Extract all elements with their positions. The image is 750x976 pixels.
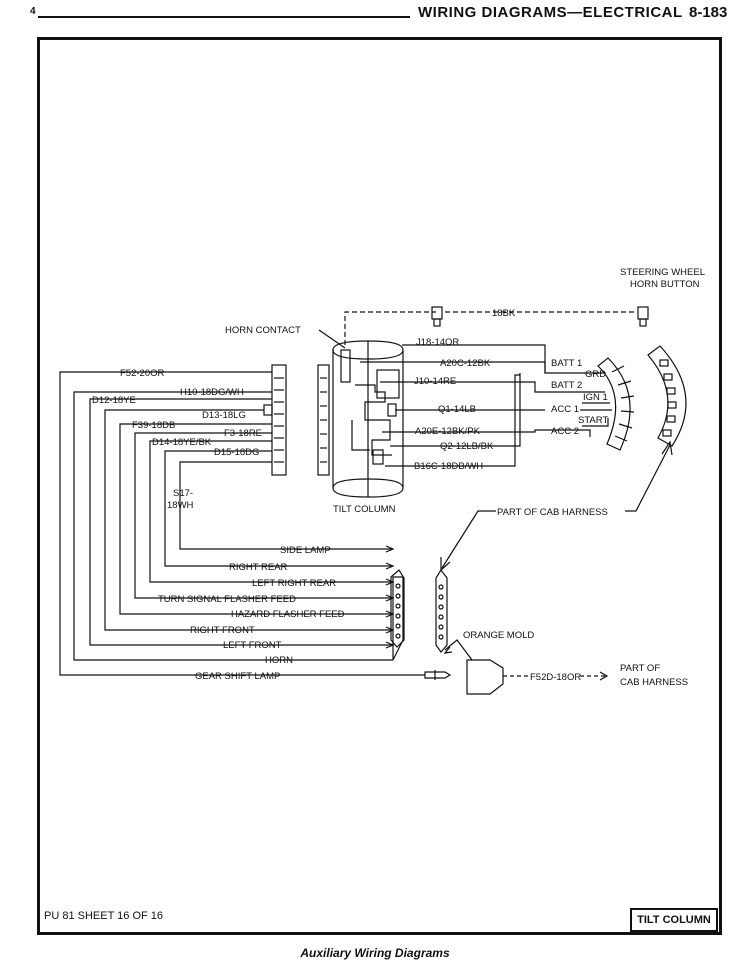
- terminal-grd-label: GRD: [585, 369, 606, 380]
- wire-f52d-label: F52D-18OR: [530, 672, 581, 683]
- left-wire-bundle: [59, 371, 425, 676]
- horn-label: HORN: [265, 655, 293, 666]
- steering-wheel-label: STEERING WHEEL: [620, 267, 705, 278]
- horn-button-terminal: [637, 306, 649, 320]
- wire-j10-label: J10-14RE: [414, 376, 456, 387]
- terminal-ign1-label: IGN 1: [583, 392, 608, 403]
- wire-d13-label: D13-18LG: [202, 410, 246, 421]
- terminal-batt1-label: BATT 1: [551, 358, 582, 369]
- terminal-batt2-label: BATT 2: [551, 380, 582, 391]
- tilt-column: [317, 340, 404, 498]
- horn-connector-left: [431, 306, 443, 320]
- wire-arrows: [385, 545, 395, 649]
- wire-f39-label: F39-18DB: [132, 420, 175, 431]
- horn-connector-left-tab: [433, 318, 441, 327]
- left-front-label: LEFT FRONT: [223, 640, 282, 651]
- horn-contact-label: HORN CONTACT: [225, 325, 301, 336]
- cab-harness-leader-1: [625, 444, 671, 512]
- wire-s17-label-1: S17-: [173, 488, 193, 499]
- terminal-block-connector: [390, 569, 405, 648]
- terminal-acc2-label: ACC 2: [551, 426, 579, 437]
- horn-button-label: HORN BUTTON: [630, 279, 700, 290]
- part-of-label: PART OF: [620, 663, 660, 674]
- orange-mold-connector: [443, 639, 609, 695]
- tilt-column-label: TILT COLUMN: [333, 504, 396, 515]
- orange-mold-label: ORANGE MOLD: [463, 630, 534, 641]
- header-title: WIRING DIAGRAMS—ELECTRICAL: [418, 4, 683, 21]
- side-lamp-label: SIDE LAMP: [280, 545, 331, 556]
- header-page-number: 8-183: [689, 4, 728, 21]
- ignition-switch-connector: [597, 357, 635, 451]
- tilt-column-tag: TILT COLUMN: [630, 908, 718, 932]
- cab-harness-leader-2: [441, 510, 496, 569]
- left-right-rear-label: LEFT RIGHT REAR: [252, 578, 336, 589]
- gear-shift-lamp-label: GEAR SHIFT LAMP: [195, 671, 280, 682]
- hazard-label: HAZARD FLASHER FEED: [231, 609, 345, 620]
- wire-q2-label: Q2-12LB/BK: [440, 441, 494, 452]
- header-mark: 4: [30, 6, 36, 17]
- horn-circuit: [318, 306, 649, 349]
- right-front-label: RIGHT FRONT: [190, 625, 255, 636]
- page-header: 4 WIRING DIAGRAMS—ELECTRICAL 8-183: [0, 4, 750, 26]
- cab-harness-label: CAB HARNESS: [620, 677, 688, 688]
- wire-s17-label-2: 18WH: [167, 500, 194, 511]
- wire-j18-label: J18-14OR: [416, 337, 459, 348]
- wire-d14-label: D14-18YE/BK: [152, 437, 212, 448]
- wire-d12-label: D12-18YE: [92, 395, 136, 406]
- header-rule: [38, 16, 410, 18]
- right-rear-label: RIGHT REAR: [229, 562, 288, 573]
- part-of-cab-harness-label: PART OF CAB HARNESS: [497, 507, 608, 518]
- wire-d15-label: D15-18DG: [214, 447, 259, 458]
- wire-b16c-label: B16C-18DB/WH: [414, 461, 483, 472]
- terminal-acc1-label: ACC 1: [551, 404, 579, 415]
- wire-h10-label: H10-18DG/WH: [180, 387, 244, 398]
- cab-harness-arrow-1: [661, 440, 673, 456]
- cab-harness-connector: [647, 345, 687, 447]
- turn-signal-connector: [263, 364, 287, 476]
- wire-a20e-label: A20E-12BK/PK: [415, 426, 481, 437]
- diagram-frame: [37, 37, 722, 935]
- gear-shift-lamp: [424, 670, 452, 680]
- wire-f52-label: F52-20OR: [120, 368, 164, 379]
- sheet-number: PU 81 SHEET 16 OF 16: [44, 910, 164, 922]
- figure-caption: Auxiliary Wiring Diagrams: [300, 946, 450, 960]
- terminal-start-label: START: [578, 415, 608, 426]
- mating-connector: [435, 568, 448, 653]
- ignition-wires: [360, 344, 612, 467]
- wire-18bk-label: 18BK: [492, 308, 516, 319]
- wire-f3-label: F3-18RE: [224, 428, 262, 439]
- wire-q1-label: Q1-14LB: [438, 404, 476, 415]
- turn-signal-label: TURN SIGNAL FLASHER FEED: [158, 594, 296, 605]
- wire-a20c-label: A20C-12BK: [440, 358, 491, 369]
- horn-button-tab: [639, 318, 647, 327]
